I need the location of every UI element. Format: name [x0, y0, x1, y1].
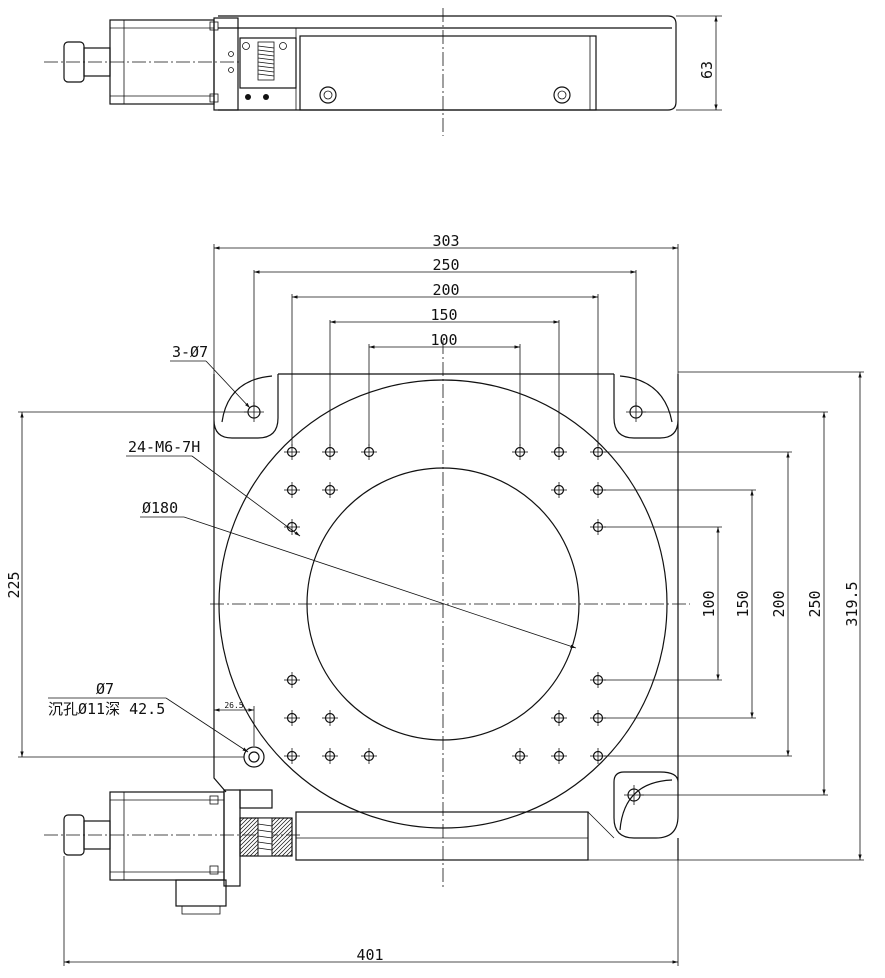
callout-counterbore: Ø7 沉孔Ø11深 42.5 — [48, 680, 249, 753]
counterbore-hole-outer — [243, 746, 265, 768]
top-coupling-spring — [257, 45, 275, 77]
dim-v100-label: 100 — [700, 590, 718, 617]
dim-303: 303 — [213, 232, 679, 374]
dim-100: 100 — [368, 331, 521, 446]
dim-v319-5-label: 319.5 — [843, 581, 861, 626]
m6-holes — [284, 444, 606, 764]
callout-mount-holes-label: 3-Ø7 — [172, 343, 208, 361]
dim-200-label: 200 — [432, 281, 459, 299]
top-worm-housing — [299, 35, 597, 111]
dim-26-5-label: 26.5 — [224, 701, 243, 710]
dim-100-label: 100 — [430, 331, 457, 349]
callout-inner-diameter-label: Ø180 — [142, 499, 178, 517]
coupling-hatching — [239, 817, 293, 857]
top-stage-body — [218, 15, 677, 111]
dim-401: 401 — [63, 856, 679, 966]
dim-225-label: 225 — [5, 571, 23, 598]
callout-thread-holes: 24-M6-7H — [126, 438, 301, 537]
motor-body — [109, 791, 225, 881]
dim-v250: 250 — [640, 411, 828, 796]
dim-250-label: 250 — [432, 256, 459, 274]
top-screw-2 — [279, 42, 287, 50]
worm-housing — [295, 811, 589, 861]
dim-26-5: 26.5 — [214, 701, 255, 746]
motor-bracket — [223, 789, 241, 887]
main-view: 303 250 200 150 100 — [5, 232, 864, 966]
connector — [175, 879, 227, 907]
dim-150: 150 — [329, 306, 560, 446]
callout-thread-holes-label: 24-M6-7H — [128, 438, 200, 456]
dim-v150-label: 150 — [734, 590, 752, 617]
dim-v150: 150 — [604, 489, 756, 719]
coupling-top-cap — [239, 789, 273, 809]
base-plate-outline — [213, 373, 679, 839]
dim-225: 225 — [5, 411, 248, 758]
dim-200: 200 — [291, 281, 599, 446]
dim-63: 63 — [698, 61, 716, 79]
dim-v200: 200 — [604, 451, 792, 757]
callout-inner-diameter: Ø180 — [140, 499, 577, 649]
callout-mount-holes: 3-Ø7 — [170, 343, 251, 409]
top-screw-1 — [242, 42, 250, 50]
top-bolt-right — [553, 86, 571, 104]
dim-v100: 100 — [604, 526, 722, 681]
callout-cbore-hole-label: Ø7 — [96, 680, 114, 698]
dim-250: 250 — [253, 256, 637, 406]
top-screw-4 — [263, 94, 269, 100]
table-outer-circle — [218, 379, 668, 829]
callout-cbore-spec-label: 沉孔Ø11深 42.5 — [48, 700, 165, 718]
dim-v250-label: 250 — [806, 590, 824, 617]
dim-v200-label: 200 — [770, 590, 788, 617]
top-screw-3 — [245, 94, 251, 100]
dim-v319-5: 319.5 — [678, 371, 864, 861]
top-bolt-left — [319, 86, 337, 104]
dim-401-label: 401 — [356, 946, 383, 964]
dim-150-label: 150 — [430, 306, 457, 324]
counterbore-hole-inner — [248, 751, 260, 763]
table-inner-circle — [306, 467, 580, 741]
dim-303-label: 303 — [432, 232, 459, 250]
top-view: 63 — [44, 8, 722, 136]
